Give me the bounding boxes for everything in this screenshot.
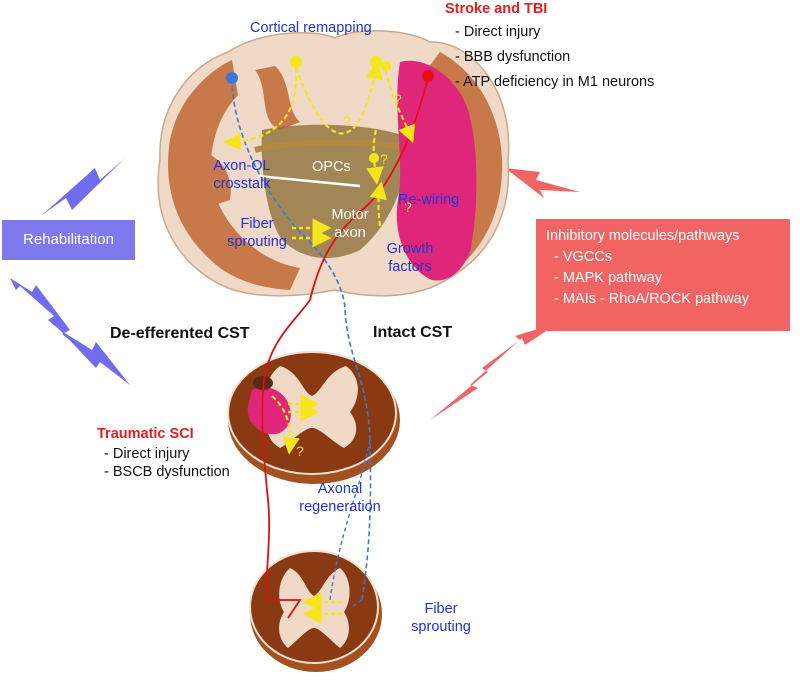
fiber-sprouting-cord-label: Fiber sprouting	[404, 600, 478, 636]
axonal-regen-line2: regeneration	[299, 499, 381, 515]
ventricle-line	[257, 174, 361, 188]
question-mark: ?	[296, 443, 304, 459]
growth-factors-line2: factors	[388, 259, 432, 275]
yellow-neuron-left	[290, 56, 302, 68]
brain-section	[157, 30, 510, 297]
red-neuron	[422, 70, 434, 82]
axon-ol-line2: crosstalk	[213, 176, 271, 192]
sci-sprout-arrow	[271, 395, 300, 455]
yellow-neuron-right-1	[370, 56, 382, 68]
rehabilitation-box: Rehabilitation	[2, 220, 135, 260]
de-efferented-cst-label: De-efferented CST	[110, 325, 250, 342]
inhibitory-item: - MAPK pathway	[554, 270, 662, 286]
growth-factors-line1: Growth	[386, 241, 434, 257]
spinal-cord-lower	[249, 550, 382, 672]
growth-factors-label: Growth factors	[380, 240, 440, 276]
rehab-bolts	[10, 158, 130, 385]
stroke-tbi-title: Stroke and TBI	[445, 1, 548, 17]
fiber-sprouting-brain-label: Fiber sprouting	[222, 215, 292, 251]
stroke-item: - BBB dysfunction	[455, 49, 571, 65]
stroke-item: - ATP deficiency in M1 neurons	[455, 74, 655, 90]
intact-cst-tract	[231, 77, 372, 601]
question-mark: ?	[380, 151, 388, 167]
remapping-arrows	[223, 61, 415, 455]
intact-cst-crossing	[329, 439, 371, 609]
question-mark: ?	[404, 199, 412, 215]
sci-item: - Direct injury	[104, 446, 190, 462]
blue-neuron	[226, 72, 238, 84]
fiber-sprouting-brain-line2: sprouting	[227, 234, 287, 250]
fiber-sprouting-brain-line1: Fiber	[240, 216, 274, 232]
inhibitory-bolts	[430, 168, 580, 420]
bolt-lower-right	[430, 322, 560, 420]
cortical-remapping-label: Cortical remapping	[250, 20, 372, 36]
axonal-regeneration-label: Axonal regeneration	[290, 480, 390, 516]
remap-arrow-right	[384, 69, 415, 144]
fiber-sprouting-cord-line2: sprouting	[411, 619, 471, 635]
inhibitory-box: Inhibitory molecules/pathways - VGCCs - …	[536, 219, 790, 331]
bolt-upper-right	[505, 168, 580, 198]
inhibitory-title: Inhibitory molecules/pathways	[546, 228, 740, 244]
axonal-regen-line1: Axonal	[317, 481, 363, 497]
remap-arrow-across	[294, 61, 383, 135]
growth-arrow	[369, 181, 387, 227]
sci-item: - BSCB dysfunction	[104, 464, 230, 480]
axon-ol-label: Axon-OL crosstalk	[208, 157, 276, 193]
sci-lesion	[247, 387, 291, 435]
yellow-neuron-right-2	[381, 61, 391, 71]
axon-ol-line1: Axon-OL	[213, 158, 271, 174]
sprouting-arrows	[288, 218, 342, 624]
stroke-item: - Direct injury	[455, 24, 541, 40]
rewiring-label: Re-wiring	[398, 192, 460, 208]
opc-arrow	[366, 129, 384, 185]
remap-arrow-left	[223, 67, 298, 151]
opcs-label: OPCs	[312, 159, 351, 175]
fiber-sprouting-cord-line1: Fiber	[424, 601, 458, 617]
bolt-upper-left	[42, 158, 125, 215]
spinal-cord-upper	[227, 351, 400, 484]
question-marks: ? ? ? ? ?	[296, 91, 412, 459]
motor-axon-line1: Motor	[331, 207, 369, 223]
left-gyri	[192, 66, 300, 205]
motor-axon-label: Motor axon	[326, 206, 374, 242]
bolt-lower-left	[10, 278, 95, 360]
traumatic-sci-title: Traumatic SCI	[97, 426, 194, 442]
inhibitory-item: - MAIs - RhoA/ROCK pathway	[554, 291, 749, 307]
bolt-lower-left-2	[60, 330, 130, 385]
left-cortex-gray	[168, 60, 300, 290]
intact-cst-label: Intact CST	[373, 324, 453, 341]
right-cortex-gray	[420, 52, 503, 280]
motor-axon-line2: axon	[334, 225, 366, 241]
question-mark: ?	[394, 91, 402, 107]
question-mark: ?	[343, 113, 351, 129]
inhibitory-item: - VGCCs	[554, 249, 612, 265]
